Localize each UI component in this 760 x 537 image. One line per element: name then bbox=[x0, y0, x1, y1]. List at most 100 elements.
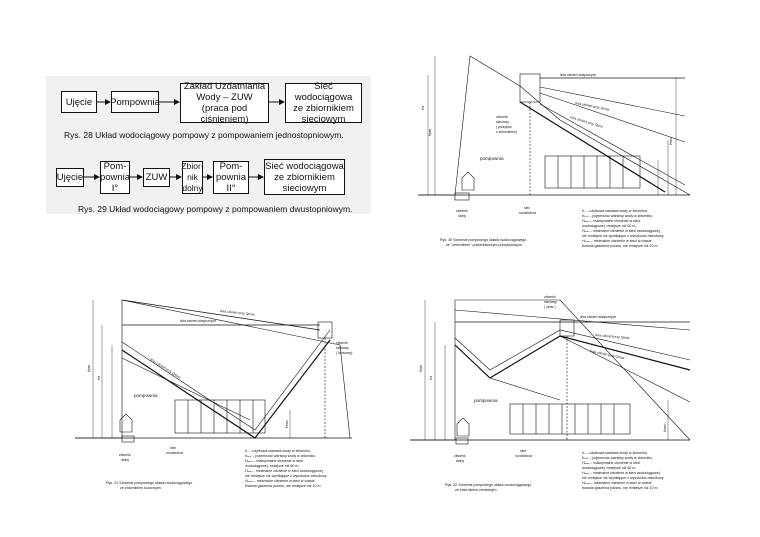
buildings-icon bbox=[174, 399, 266, 434]
note-line: wodociągowej, mniejsze niż 60 m, bbox=[582, 224, 636, 228]
fig32-notes: hᵤ – użytkowa warstwa wody w zbiorniku, … bbox=[582, 451, 664, 490]
network-label: sieć bbox=[520, 449, 526, 453]
tank-label: zbiornik bbox=[496, 115, 508, 119]
pump-station-2-box: Pom- pownia II° bbox=[213, 161, 249, 194]
fig32-caption: Rys. 32 Schemat pompowego układu wodocią… bbox=[445, 483, 531, 487]
note-line: Hₘₐₓ – maksymalne ciśnienie w sieci bbox=[582, 219, 640, 223]
fig29-caption: Rys. 29 Układ wodociągowy pompowy z pomp… bbox=[78, 204, 353, 214]
lower-tank-label: zbiornik bbox=[456, 209, 468, 213]
pressure-line-max bbox=[539, 86, 686, 117]
hz-label: Hz bbox=[421, 106, 425, 110]
lower-tank-label: zbiornik bbox=[454, 454, 466, 458]
note-line: hₚₒₖ – pojemność warstwy wody w zbiornik… bbox=[582, 214, 653, 218]
static-pressure-label: linia ciśnień statycznych bbox=[580, 315, 616, 319]
pump-house-icon bbox=[461, 171, 475, 191]
hpm-label: Hpm bbox=[419, 365, 423, 372]
note-line: trwania gaszenia pożaru, nie mniejsze ni… bbox=[245, 484, 321, 488]
hz-label: Hz bbox=[429, 376, 433, 380]
treatment-plant-box: ZUW bbox=[143, 168, 170, 187]
pump-house-icon bbox=[456, 417, 470, 437]
lower-tank-label-2: dolny bbox=[458, 214, 466, 218]
tank-label-4: z zbiornikiem) bbox=[496, 130, 517, 134]
pump-label: pompownia bbox=[474, 398, 498, 403]
hmin-label: Hmin bbox=[669, 137, 673, 145]
hmin-label: Hmin bbox=[663, 424, 667, 432]
note-line: Hₚₒₘ – minimalne ciśnienie w sieci w cza… bbox=[582, 481, 652, 485]
note-line: nie mniejsze niż wynikające z wysokości … bbox=[582, 476, 664, 480]
fig30-notes: hᵤ – użytkowa warstwa wody w zbiorniku, … bbox=[582, 209, 664, 248]
note-line: nie mniejsze niż wynikające z wysokości … bbox=[582, 234, 664, 238]
pump-house-icon bbox=[119, 413, 133, 433]
tank-label: zbiornik bbox=[336, 341, 348, 345]
lower-tank-label: zbiornik bbox=[119, 453, 131, 457]
water-network-box: Sieć wodociągowa ze zbiornikiem sieciowy… bbox=[264, 159, 345, 195]
note-line: hᵤ – użytkowa warstwa wody w zbiorniku, bbox=[582, 209, 648, 213]
note-line: nie mniejsze niż wynikające z wysokości … bbox=[245, 474, 327, 478]
note-line: wodociągowej, mniejsze niż 60 m, bbox=[245, 464, 299, 468]
note-line: Hₘᵢₙ – minimalne ciśnienie w sieci wodoc… bbox=[582, 471, 661, 475]
note-line: hₚₒₖ – pojemność warstwy wody w zbiornik… bbox=[245, 454, 316, 458]
treatment-plant-box: Zakład Uzdatniania Wody – ZUW (praca pod… bbox=[180, 81, 269, 125]
network-label-2: rozdzielcza bbox=[166, 451, 183, 455]
fig30-caption: Rys. 30 Schemat pompowego układu wodocią… bbox=[440, 238, 526, 242]
note-line: Hₘᵢₙ – minimalne ciśnienie w sieci wodoc… bbox=[582, 229, 661, 233]
pump-label: pompownia bbox=[480, 156, 504, 161]
tank-label-3: ( końcowy) bbox=[336, 351, 352, 355]
fig32-panel bbox=[392, 286, 708, 498]
note-line: hₚₒₖ – pojemność warstwy wody w zbiornik… bbox=[582, 456, 653, 460]
note-line: trwania gaszenia pożaru, nie mniejsze ni… bbox=[582, 244, 658, 248]
fig31-notes: hᵤ – użytkowa warstwa wody w zbiorniku, … bbox=[245, 449, 327, 488]
pump-line-label: linia ciśnień przy Qmax bbox=[590, 349, 625, 360]
fig31-caption: Rys. 31 Schemat pompowego układu wodocią… bbox=[106, 481, 192, 485]
intake-box: Ujęcie bbox=[56, 168, 84, 187]
tank-label-3: ( przepływ. bbox=[496, 125, 512, 129]
fig30-caption-2: ze "zbiornikiem" pośrednikowym przepływo… bbox=[446, 243, 523, 247]
max-line-label: linia ciśnień przy Qmax bbox=[595, 333, 630, 340]
hmin-label: Hmin bbox=[285, 420, 289, 428]
hz-label: Hz bbox=[97, 376, 101, 380]
static-pressure-label: linia ciśnień statycznych bbox=[560, 73, 596, 77]
static-pressure-label: linia ciśnień statycznych bbox=[180, 319, 216, 323]
note-line: Hₘₐₓ – maksymalne ciśnienie w sieci bbox=[245, 459, 303, 463]
note-line: Hₚₒₘ – minimalne ciśnienie w sieci w cza… bbox=[245, 479, 315, 483]
network-label: sieć bbox=[524, 206, 530, 210]
buildings-icon bbox=[544, 155, 641, 189]
pump-line-label: linia ciśnień przy Qmax bbox=[220, 309, 255, 317]
pump-label: pompownia bbox=[134, 393, 158, 398]
network-label-2: rozdzielcza bbox=[519, 211, 536, 215]
pressure-line-pump bbox=[121, 329, 331, 431]
note-line: wodociągowej, mniejsze niż 60 m, bbox=[582, 466, 636, 470]
note-line: hᵤ – użytkowa warstwa wody w zbiorniku, bbox=[245, 449, 311, 453]
pump-station-box: Pompownia bbox=[110, 91, 160, 113]
hpm-label: Hpm bbox=[87, 365, 91, 372]
pressure-line-pump bbox=[539, 92, 686, 143]
fig28-caption: Rys. 28 Układ wodociągowy pompowy z pomp… bbox=[64, 130, 344, 140]
fig31-panel bbox=[56, 281, 372, 499]
fig30-panel bbox=[392, 36, 708, 264]
tank-label-2: sieciowy bbox=[544, 300, 557, 304]
pressure-line-max bbox=[454, 309, 691, 331]
tank-label-2: sieciowy bbox=[336, 346, 349, 350]
note-line: Hₘₐₓ – maksymalne ciśnienie w sieci bbox=[582, 461, 640, 465]
water-network-box: Sieć wodociągowa ze zbiornikiem sieciowy… bbox=[285, 81, 362, 125]
lower-tank-label-2: dolny bbox=[456, 459, 464, 463]
note-line: Hₚₒₘ – minimalne ciśnienie w sieci w cza… bbox=[582, 239, 652, 243]
tank-label-3: ( centr.) bbox=[544, 305, 556, 309]
intake-box: Ujęcie bbox=[61, 91, 97, 113]
tank-label-2: sieciowy bbox=[496, 120, 509, 124]
terrain-line bbox=[410, 299, 691, 441]
pipeline bbox=[454, 335, 691, 379]
note-line: trwania gaszenia pożaru, nie mniejsze ni… bbox=[582, 486, 658, 490]
hpm-label: Hpm bbox=[428, 129, 432, 136]
tank-icon bbox=[559, 319, 575, 337]
pipeline bbox=[519, 101, 666, 193]
lower-tank-box: Zbior- nik dolny bbox=[181, 161, 204, 194]
tank-label: zbiornik bbox=[544, 295, 556, 299]
pump-station-1-box: Pom- pownia I° bbox=[99, 161, 131, 194]
fig32-caption-2: ze zbiornikiem centralnym. bbox=[455, 488, 498, 492]
pressure-line-pump bbox=[454, 329, 691, 371]
